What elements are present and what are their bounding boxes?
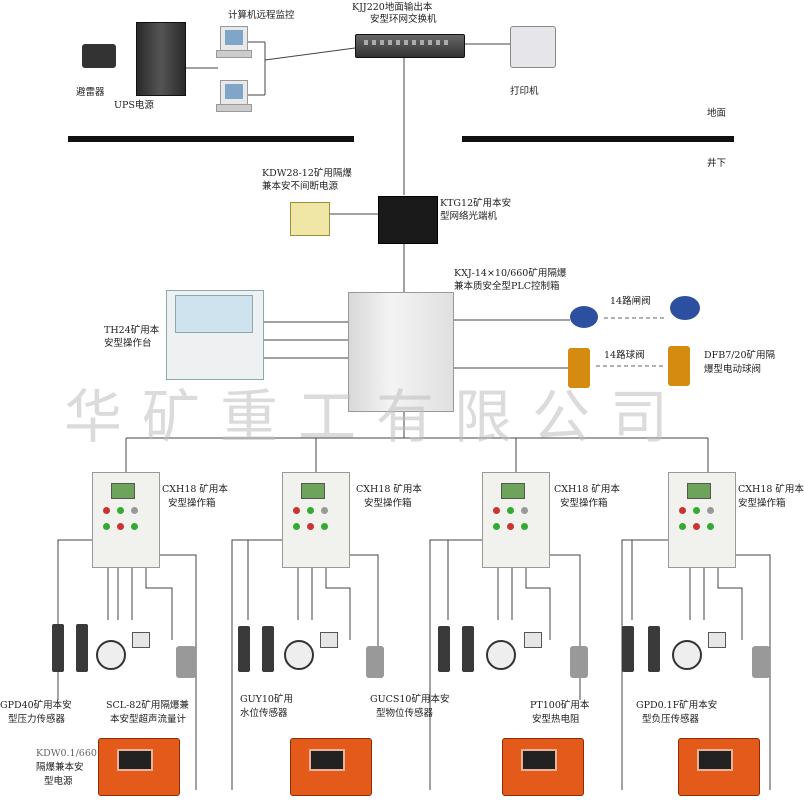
negative-pressure-sensor-1 [622,626,634,672]
power-supply-2 [290,738,372,796]
operation-box-2-label-1: CXH18 矿用本 [356,484,422,495]
plc-control-cabinet [348,292,454,412]
level-sensor [176,646,196,678]
operation-box-1-label-1: CXH18 矿用本 [162,484,228,495]
operation-box-4-label-2: 安型操作箱 [738,498,786,509]
ground-divider-right [462,136,734,142]
flow-meter-label-2: 本安型超声流量计 [110,714,187,725]
negative-pressure-label-2: 型负压传感器 [642,714,700,725]
power-supply-label-1: KDW0.1/660 [36,748,97,759]
material-level-sensor [366,646,384,678]
operation-box-4 [668,472,736,568]
printer [510,26,556,68]
pressure-sensor-2 [76,624,88,672]
underground-label: 井下 [707,158,727,169]
valve-type-label-2: 爆型电动球阀 [704,364,762,375]
underground-ups-label-1: KDW28-12矿用隔爆 [262,168,352,179]
material-level-label-2: 型物位传感器 [376,708,434,719]
power-supply-1 [98,738,180,796]
ring-switch-label-1: KJJ220地面输出本 [352,2,433,13]
operation-box-1 [92,472,160,568]
operation-box-1-label-2: 安型操作箱 [168,498,216,509]
console-label-2: 安型操作台 [104,338,152,349]
ring-switch-label-2: 安型环网交换机 [370,14,437,25]
thermal-resistor [570,646,588,678]
monitor-pc-1-base [216,50,252,58]
lightning-arrester-label: 避雷器 [76,87,105,98]
gate-valve-2 [670,296,700,320]
thermal-resistor-label-1: PT100矿用本 [530,700,590,711]
gate-valve-label: 14路闸阀 [610,296,651,307]
printer-label: 打印机 [510,86,539,97]
operation-box-2 [282,472,350,568]
flow-meter-display [132,632,150,648]
thermal-resistor-label-2: 安型热电阻 [532,714,580,725]
ups-unit [136,22,186,96]
monitor-pc-2 [220,80,248,106]
operation-box-2-label-2: 安型操作箱 [364,498,412,509]
operation-box-3-label-1: CXH18 矿用本 [554,484,620,495]
pressure-sensor-5 [438,626,450,672]
ground-divider-left [68,136,354,142]
monitor-pc-2-base [216,104,252,112]
monitor-pc-1 [220,26,248,52]
negative-pressure-display [708,632,726,648]
optical-transceiver-label-2: 型网络光端机 [440,211,498,222]
remote-monitor-label: 计算机远程监控 [228,10,295,21]
flow-meter-label-1: SCL-82矿用隔爆兼 [106,700,189,711]
operation-box-4-label-1: CXH18 矿用本 [738,484,804,495]
operation-console [166,290,264,380]
negative-pressure-gauge [672,640,702,670]
gate-valve-1 [570,306,598,328]
pressure-sensor-label-1: GPD40矿用本安 [0,700,72,711]
power-supply-label-3: 型电源 [44,776,73,787]
ball-valve-1 [568,348,590,388]
power-supply-3 [502,738,584,796]
optical-transceiver [378,196,438,244]
power-supply-label-2: 隔爆兼本安 [36,762,84,773]
temperature-display [524,632,542,648]
material-level-label-1: GUCS10矿用本安 [370,694,450,705]
watermark: 华矿重工有限公司 [64,383,689,451]
pressure-sensor-3 [238,626,250,672]
water-level-label-1: GUY10矿用 [240,694,293,705]
lightning-arrester [82,44,116,68]
console-label-1: TH24矿用本 [104,325,160,336]
negative-pressure-label-1: GPD0.1F矿用本安 [636,700,718,711]
ups-label: UPS电源 [114,100,154,111]
ball-valve-label: 14路球阀 [604,350,645,361]
ball-valve-2 [668,346,690,386]
power-supply-4 [678,738,760,796]
negative-pressure-tank [752,646,770,678]
pressure-sensor-1 [52,624,64,672]
pressure-sensor-label-2: 型压力传感器 [8,714,66,725]
ground-label: 地面 [707,108,727,119]
pressure-sensor-4 [262,626,274,672]
underground-ups [290,202,330,236]
plc-label-2: 兼本质安全型PLC控制箱 [454,281,560,292]
plc-label-1: KXJ-14×10/660矿用隔爆 [454,268,567,279]
operation-box-3 [482,472,550,568]
pressure-sensor-6 [462,626,474,672]
flow-meter-gauge [96,640,126,670]
operation-box-3-label-2: 安型操作箱 [560,498,608,509]
valve-type-label-1: DFB7/20矿用隔 [704,350,776,361]
optical-transceiver-label-1: KTG12矿用本安 [440,198,512,209]
temperature-gauge [486,640,516,670]
water-level-display [320,632,338,648]
negative-pressure-sensor-2 [648,626,660,672]
ring-network-switch [355,34,465,58]
water-level-label-2: 水位传感器 [240,708,288,719]
water-level-gauge [284,640,314,670]
underground-ups-label-2: 兼本安不间断电源 [262,181,339,192]
